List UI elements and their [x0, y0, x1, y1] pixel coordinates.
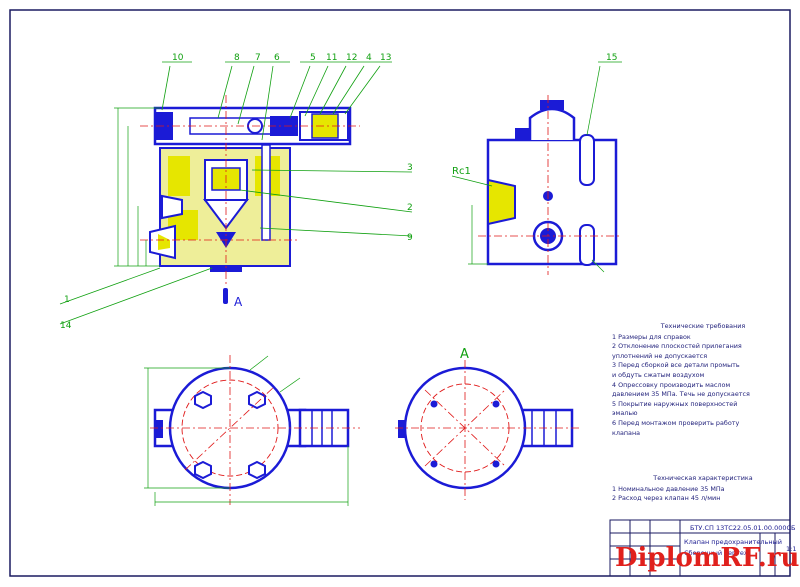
requirement-line: 3 Перед сборкой все детали промыть	[612, 361, 740, 370]
view-a	[395, 360, 580, 500]
requirement-line: и обдуть сжатым воздухом	[612, 370, 705, 379]
sheet-frame	[9, 9, 791, 577]
callout-8: 8	[234, 53, 240, 63]
callout-5: 5	[310, 53, 316, 63]
title-block-code: БТУ.СП 13ТС22.05.01.00.000СБ	[690, 524, 796, 532]
watermark-main: DiplomRF	[615, 543, 758, 573]
view-arrow-a	[223, 288, 228, 304]
requirement-line: 1 Размеры для справок	[612, 332, 691, 341]
characteristic-line: 1 Номинальное давление 35 МПа	[612, 484, 725, 493]
requirement-line: эмалью	[612, 409, 638, 418]
bottom-view	[144, 355, 360, 506]
callout-4: 4	[366, 53, 372, 63]
section-label-rc1: Rc1	[452, 166, 471, 177]
title-block	[609, 519, 791, 577]
callout-6: 6	[274, 53, 280, 63]
front-view	[59, 61, 413, 325]
callout-labels: 10 8 7 6 5 11 12 4 13 15 3 2 9 1 14 Rc1	[60, 53, 617, 331]
callout-2: 2	[407, 203, 413, 213]
title-block-scale: 1:1	[786, 545, 797, 553]
title-block-name: Клапан предохранительный	[684, 538, 782, 546]
side-view	[451, 61, 622, 275]
technical-requirements-heading: Технические требования	[660, 322, 746, 330]
view-label-a-title: A	[460, 347, 469, 362]
callout-13: 13	[380, 53, 391, 63]
technical-characteristics-heading: Техническая характеристика	[653, 474, 753, 482]
callout-10: 10	[172, 53, 184, 63]
requirement-line: клапана	[612, 428, 641, 437]
characteristic-line: 2 Расход через клапан 45 л/мин	[612, 494, 721, 503]
technical-requirements: Технические требования 1 Размеры для спр…	[612, 322, 794, 438]
requirement-line: 6 Перед монтажом проверить работу	[612, 418, 740, 427]
title-block-subtitle: Сборочный чертеж	[684, 549, 750, 557]
view-label-a-arrow: A	[234, 295, 243, 309]
watermark-suffix: .ru	[757, 543, 800, 573]
requirement-line: уплотнений не допускается	[612, 351, 708, 360]
requirement-line: 4 Опрессовку производить маслом	[612, 380, 731, 389]
requirement-line: 2 Отклонение плоскостей прилегания	[612, 342, 742, 351]
requirement-line: давлением 35 МПа. Течь не допускается	[612, 390, 750, 399]
callout-15: 15	[606, 53, 617, 63]
callout-11: 11	[326, 53, 337, 63]
technical-characteristics: Техническая характеристика 1 Номинальное…	[612, 474, 794, 504]
callout-1: 1	[64, 295, 70, 305]
callout-3: 3	[407, 163, 413, 173]
callout-7: 7	[255, 53, 261, 63]
callout-14: 14	[60, 321, 72, 331]
callout-12: 12	[346, 53, 357, 63]
watermark-logo: DiplomRF.ru	[615, 543, 799, 573]
requirement-line: 5 Покрытие наружных поверхностей	[612, 399, 738, 408]
callout-9: 9	[407, 233, 413, 243]
